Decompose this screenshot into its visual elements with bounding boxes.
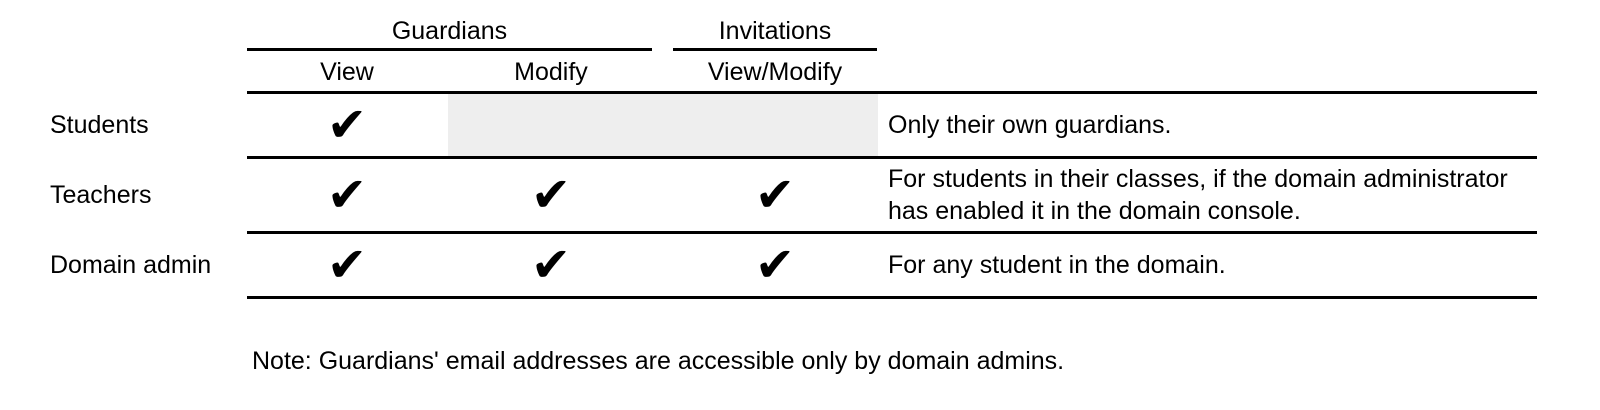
row-label-domain-admin: Domain admin xyxy=(50,250,212,279)
note-domain-admin-text: For any student in the domain. xyxy=(888,251,1226,279)
row-label-students: Students xyxy=(50,110,149,139)
check-icon: ✔ xyxy=(530,237,572,293)
column-group-invitations: Invitations xyxy=(718,16,832,45)
students-not-applicable-shade xyxy=(448,94,878,156)
check-icon: ✔ xyxy=(754,237,796,293)
cell-students-guardians-view: ✔ xyxy=(247,94,447,156)
check-icon: ✔ xyxy=(326,237,368,293)
cell-teachers-invitations: ✔ xyxy=(673,159,877,231)
note-teachers: For students in their classes, if the do… xyxy=(888,159,1508,231)
check-icon: ✔ xyxy=(530,167,572,223)
cell-teachers-guardians-modify: ✔ xyxy=(447,159,655,231)
check-icon: ✔ xyxy=(326,167,368,223)
check-icon: ✔ xyxy=(754,167,796,223)
rule-domain-admin-bottom xyxy=(247,296,1537,299)
invitations-underline xyxy=(673,48,877,51)
guardians-underline xyxy=(247,48,652,51)
note-students: Only their own guardians. xyxy=(888,94,1508,156)
cell-domain-admin-guardians-modify: ✔ xyxy=(447,234,655,296)
note-teachers-text: For students in their classes, if the do… xyxy=(888,165,1508,225)
cell-domain-admin-invitations: ✔ xyxy=(673,234,877,296)
column-header-view-modify: View/Modify xyxy=(707,57,843,86)
footnote: Note: Guardians' email addresses are acc… xyxy=(252,347,1065,375)
note-students-text: Only their own guardians. xyxy=(888,111,1172,139)
rule-students-bottom xyxy=(247,156,1537,159)
column-header-modify: Modify xyxy=(514,57,588,86)
row-label-teachers: Teachers xyxy=(50,180,152,209)
cell-domain-admin-guardians-view: ✔ xyxy=(247,234,447,296)
cell-students-guardians-modify xyxy=(447,94,655,156)
rule-header-bottom xyxy=(247,91,1537,94)
column-header-view: View xyxy=(320,57,374,86)
check-icon: ✔ xyxy=(326,97,368,153)
cell-teachers-guardians-view: ✔ xyxy=(247,159,447,231)
note-domain-admin: For any student in the domain. xyxy=(888,234,1508,296)
cell-students-invitations xyxy=(673,94,877,156)
rule-teachers-bottom xyxy=(247,231,1537,234)
column-group-guardians: Guardians xyxy=(391,16,508,45)
